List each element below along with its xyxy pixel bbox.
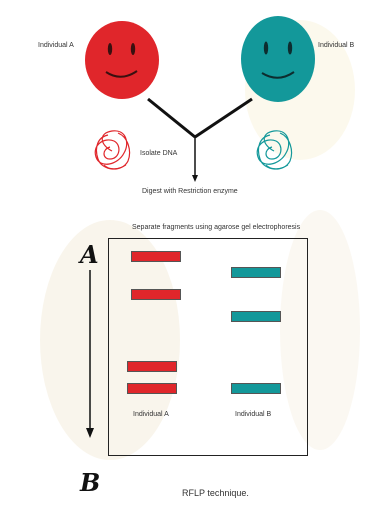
direction-letter-a: A [80,240,99,269]
dna-b-icon [256,130,293,170]
individual-a-label: Individual A [38,42,74,49]
isolate-dna-label: Isolate DNA [140,150,178,157]
figure-caption: RFLP technique. [182,488,249,498]
lane-b-label: Individual B [235,411,272,418]
band-a-4 [127,383,177,394]
band-b-1 [231,267,281,278]
lane-a-label: Individual A [133,411,169,418]
band-a-1 [131,251,181,262]
band-b-3 [231,383,281,394]
band-a-3 [127,361,177,372]
face-b-icon [241,16,315,102]
dna-a-icon [94,130,131,170]
individual-b-label: Individual B [318,42,355,49]
band-b-2 [231,311,281,322]
separate-label: Separate fragments using agarose gel ele… [132,224,301,231]
face-a-icon [85,21,159,99]
digest-label: Digest with Restriction enzyme [142,188,238,195]
migration-arrow [86,270,94,438]
gel-box: Individual A Individual B [108,238,308,456]
band-a-2 [131,289,181,300]
convergence-arrow [147,97,253,182]
direction-letter-b: B [80,468,101,497]
